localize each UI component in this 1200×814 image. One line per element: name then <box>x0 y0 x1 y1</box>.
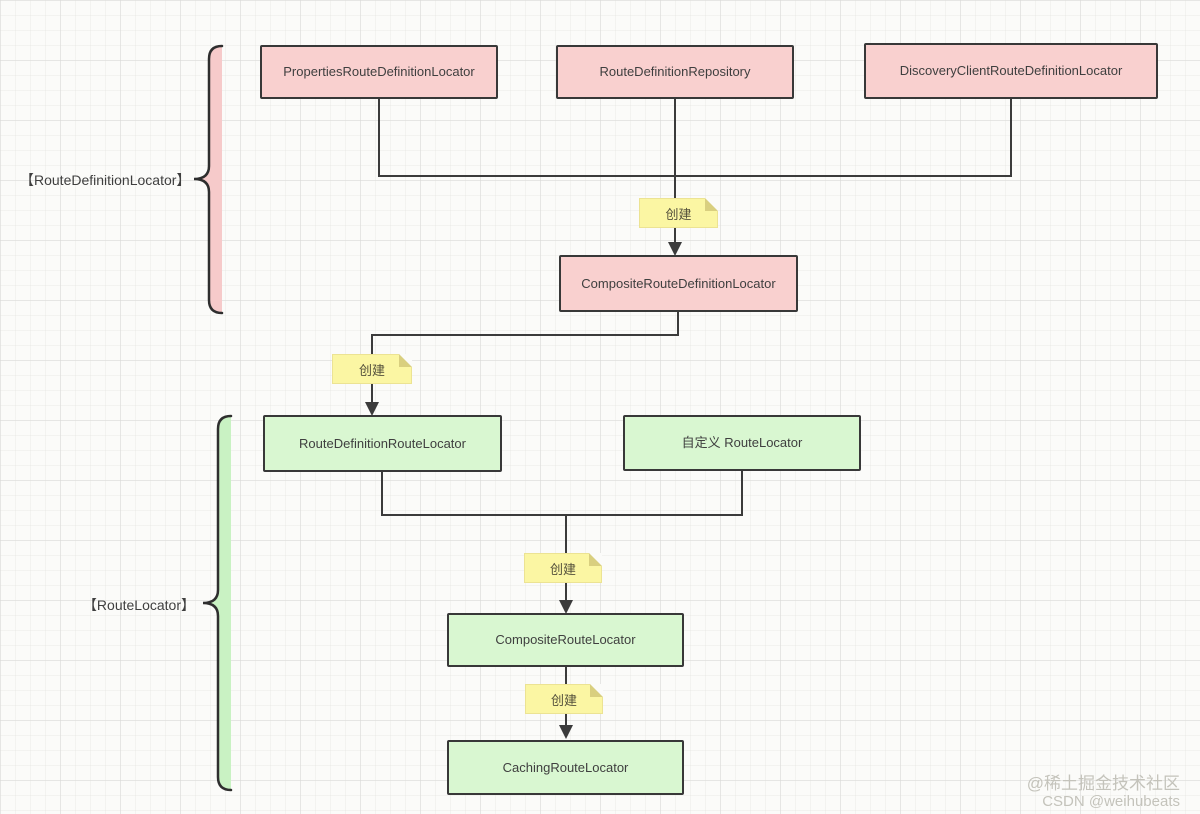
edge-top-fanin <box>378 99 1012 177</box>
brace-green-fill <box>203 416 231 790</box>
node-route-definition-route-locator: RouteDefinitionRouteLocator <box>263 415 502 472</box>
group-label-route-definition-locator: 【RouteDefinitionLocator】 <box>20 172 191 188</box>
edge-green-fanin <box>381 470 743 516</box>
edge-composite-definition-to-definition-route <box>371 312 679 412</box>
node-properties-route-definition-locator: PropertiesRouteDefinitionLocator <box>260 45 498 99</box>
node-caching-route-locator: CachingRouteLocator <box>447 740 684 795</box>
watermark: @稀土掘金技术社区 CSDN @weihubeats <box>1026 773 1180 810</box>
note-create-3: 创建 <box>524 553 602 583</box>
note-create-2: 创建 <box>332 354 412 384</box>
note-create-1: 创建 <box>639 198 718 228</box>
note-create-4: 创建 <box>525 684 603 714</box>
watermark-line2: CSDN @weihubeats <box>1042 792 1180 810</box>
brace-route-locator <box>202 414 233 792</box>
arrowhead-caching <box>559 725 573 739</box>
node-route-definition-repository: RouteDefinitionRepository <box>556 45 794 99</box>
group-label-route-locator: 【RouteLocator】 <box>82 597 195 613</box>
arrowhead-composite-definition <box>668 242 682 256</box>
node-custom-route-locator: 自定义 RouteLocator <box>623 415 861 471</box>
watermark-line1: @稀土掘金技术社区 <box>1026 773 1180 793</box>
brace-pink-fill <box>194 46 222 313</box>
node-discovery-client-route-definition-locator: DiscoveryClientRouteDefinitionLocator <box>864 43 1158 99</box>
arrowhead-composite-route <box>559 600 573 614</box>
brace-route-definition-locator <box>193 44 224 315</box>
node-composite-route-locator: CompositeRouteLocator <box>447 613 684 667</box>
arrowhead-definition-route <box>365 402 379 416</box>
node-composite-route-definition-locator: CompositeRouteDefinitionLocator <box>559 255 798 312</box>
